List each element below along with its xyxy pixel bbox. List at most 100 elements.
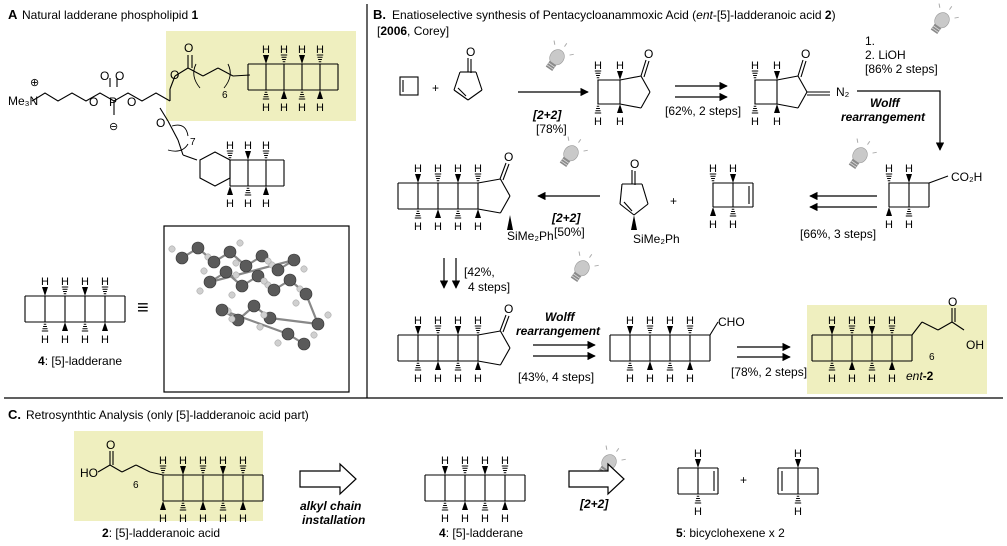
hydrogen-atom [232, 271, 240, 279]
cyclohexane-ring [199, 151, 231, 187]
wedge-bond [667, 326, 673, 335]
hydrogen-label: H [481, 513, 489, 525]
oxygen-label: O [106, 438, 115, 452]
wedge-bond [415, 174, 421, 183]
bond-line [776, 75, 799, 81]
light-bulb-icon [841, 133, 881, 175]
step-label: Wolff [870, 96, 901, 110]
plus-sign: + [432, 81, 439, 95]
ent-2-label: ent-2 [906, 369, 934, 383]
bond-line [797, 91, 808, 109]
hydrogen-label: H [280, 102, 288, 114]
wedge-bond [245, 151, 251, 160]
hydrogen-label: H [226, 198, 234, 210]
oxygen-label: O [156, 116, 165, 130]
oxygen-label: O [801, 47, 810, 61]
chain-length-7: 7 [190, 137, 196, 148]
wedge-bond [687, 361, 693, 370]
hydrogen-label: H [41, 334, 49, 346]
hydrogen-atom [264, 257, 272, 265]
hydrogen-label: H [298, 102, 306, 114]
panel-c: C. Retrosynthtic Analysis (only [5]-ladd… [8, 407, 819, 540]
phosphorus-label: P [109, 95, 117, 109]
bond-line [641, 183, 649, 205]
bond-line [640, 75, 651, 93]
hydrogen-label: H [694, 506, 702, 518]
bond-line [619, 203, 635, 216]
bond-line [709, 321, 719, 336]
bond-line [937, 321, 953, 331]
bond-line [467, 89, 483, 101]
phospholipid-labels: Me₃N ⊕ O P O O O ⊖ O O O 6 7 [8, 41, 228, 148]
hydrogen-label: H [626, 315, 634, 327]
retro-step-label: installation [302, 513, 365, 527]
carbon-atom [267, 283, 281, 297]
hydrogen-label: H [773, 116, 781, 128]
wedge-bond [889, 361, 895, 370]
hydrogen-label: H [414, 315, 422, 327]
hydrogen-label: H [262, 198, 270, 210]
bond-line [149, 471, 164, 476]
bond-line [502, 315, 510, 333]
oxygen-label: O [504, 150, 513, 164]
bond-line [477, 330, 501, 336]
retrosynthetic-arrows [299, 462, 625, 496]
hydrogen-label: H [454, 221, 462, 233]
wedge-bond [507, 215, 513, 230]
hydrogen-label: H [474, 373, 482, 385]
wedge-bond [795, 459, 801, 468]
hydrogen-label: H [626, 373, 634, 385]
wedge-bond [160, 501, 166, 510]
hydrogen-label: H [905, 219, 913, 231]
light-bulb-icon [563, 246, 603, 288]
hydrogen-label: H [646, 373, 654, 385]
oxygen-label: O [466, 45, 475, 59]
wedge-bond [435, 361, 441, 370]
wedge-bond [695, 459, 701, 468]
hydrogen-label: H [773, 60, 781, 72]
retro-step-label: [2+2] [579, 497, 609, 511]
panel-b-title: Enatioselective synthesis of Pentacycloa… [392, 8, 836, 22]
wedge-bond [886, 207, 892, 216]
hydrogen-label: H [461, 455, 469, 467]
panel-b-arrows [439, 81, 945, 362]
hydrogen-label: H [868, 315, 876, 327]
model-bond [269, 316, 319, 326]
hydrogen-label: H [41, 276, 49, 288]
panel-dividers [4, 4, 1003, 399]
carbon-atom [281, 327, 295, 341]
hydrogen-label: H [434, 163, 442, 175]
silyl-label: SiMe₂Ph [633, 232, 680, 246]
bond-line [453, 89, 469, 101]
bond-line [453, 71, 461, 91]
hydrogen-label: H [666, 373, 674, 385]
bond-line [499, 162, 507, 180]
hydrogen-label: H [885, 163, 893, 175]
panel-a-title: Natural ladderane phospholipid 1 [22, 8, 198, 22]
retro-step-label: alkyl chain [300, 499, 361, 513]
wedge-bond [710, 207, 716, 216]
wedge-bond [849, 361, 855, 370]
wedge-bond [263, 186, 269, 195]
wedge-bond [299, 55, 305, 64]
wedge-bond [435, 209, 441, 218]
hydrogen-label: H [298, 44, 306, 56]
step-label: [78%, 2 steps] [731, 365, 807, 379]
diazo-n2-label: N₂ [836, 85, 850, 99]
bond-line [640, 59, 647, 77]
carbon-atom [297, 337, 311, 351]
step-label: [62%, 2 steps] [665, 104, 741, 118]
hydrogen-label: H [239, 455, 247, 467]
hydrogen-label: H [888, 315, 896, 327]
oxygen-label: O [948, 295, 957, 309]
light-bulb-icon [552, 131, 592, 173]
carboxylic-acid-label: CO₂H [951, 170, 982, 184]
cyclobutene-ring [399, 76, 419, 96]
bond-line [921, 321, 939, 331]
3d-ball-and-stick-model [168, 239, 332, 351]
hydrogen-label: H [101, 276, 109, 288]
hydrogen-atom [260, 311, 268, 319]
step-label: Wolff [545, 310, 576, 324]
hydrogen-label: H [434, 373, 442, 385]
